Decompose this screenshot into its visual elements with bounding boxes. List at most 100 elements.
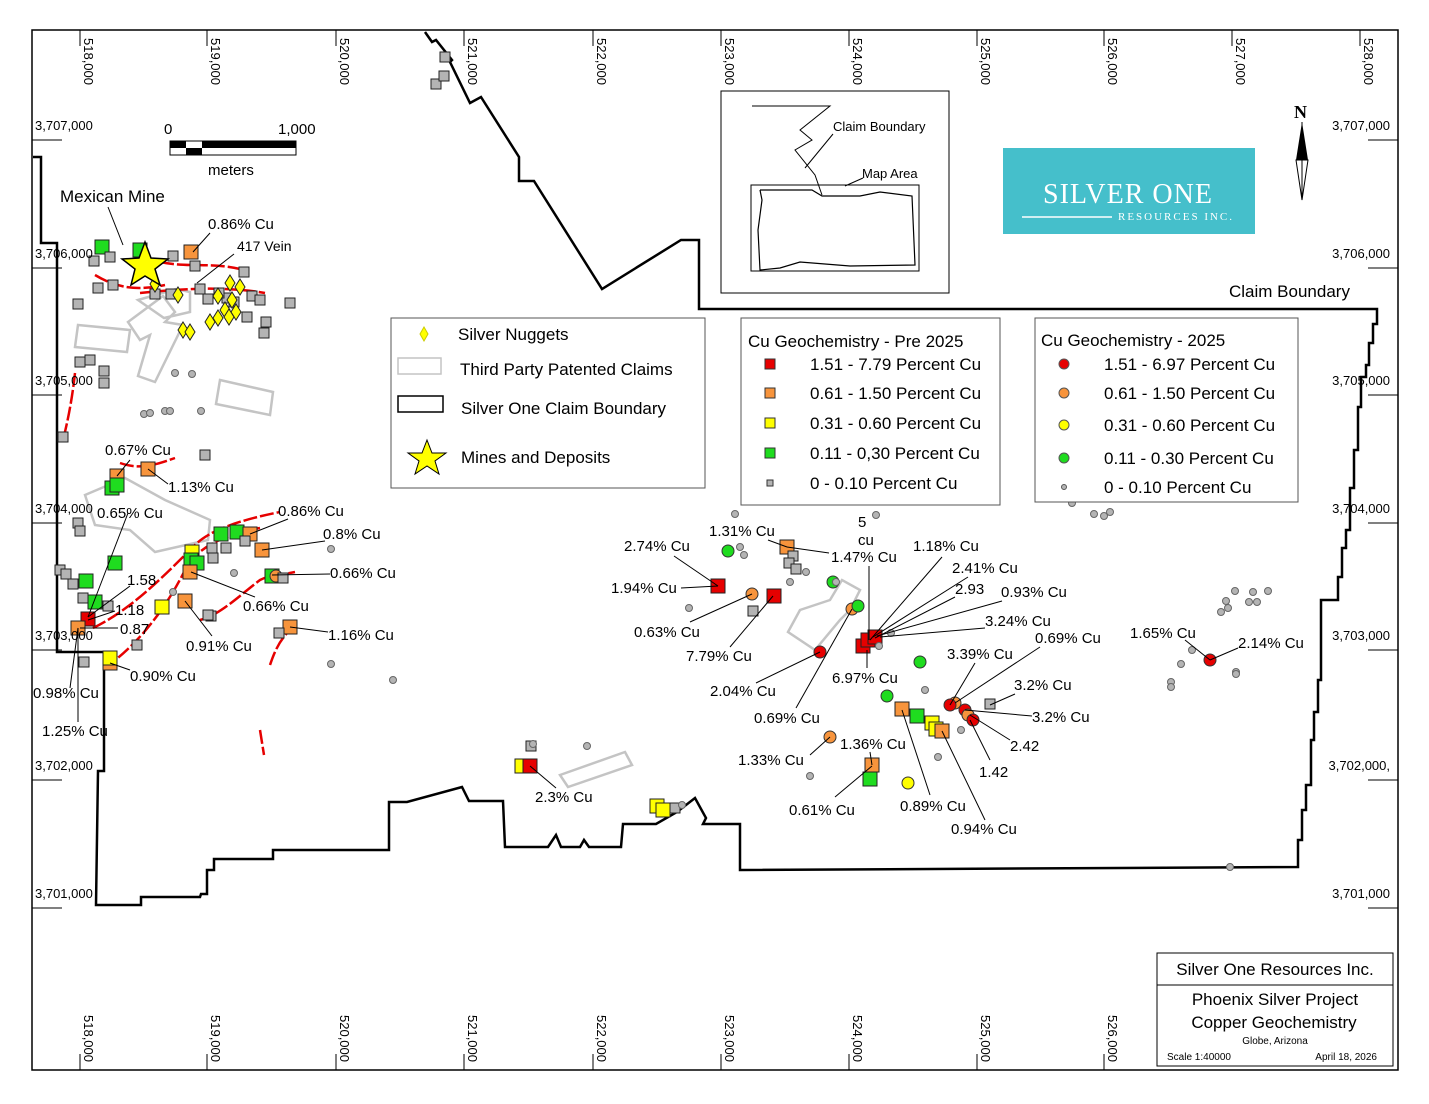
northing-label: 3,707,000 <box>1332 118 1390 133</box>
sample-grade-label: 1.94% Cu <box>611 580 677 597</box>
legend-item: Third Party Patented Claims <box>460 360 673 379</box>
background-sample-marker <box>872 511 880 519</box>
map-subject: Copper Geochemistry <box>1191 1013 1357 1032</box>
legend-item: Silver One Claim Boundary <box>461 399 667 418</box>
sample-grade-label: 0.8% Cu <box>323 526 381 543</box>
background-sample-marker <box>1231 587 1239 595</box>
sample-grade-label: 1.65% Cu <box>1130 625 1196 642</box>
northing-label: 3,703,000 <box>1332 628 1390 643</box>
northing-label: 3,705,000 <box>35 373 93 388</box>
sample-grade-label: 3.39% Cu <box>947 646 1013 663</box>
northing-label: 3,707,000 <box>35 118 93 133</box>
easting-label: 525,000 <box>978 38 993 85</box>
sample-grade-label: 1.18% Cu <box>913 538 979 555</box>
leader-line <box>954 646 1041 704</box>
background-sample-marker <box>1253 598 1261 606</box>
background-sample-marker <box>438 70 450 82</box>
background-sample-marker <box>273 627 285 639</box>
background-sample-marker <box>934 753 942 761</box>
legend-item: 0.31 - 0.60 Percent Cu <box>1104 416 1275 435</box>
easting-label: 528,000 <box>1361 38 1376 85</box>
northing-label: 3,704,000 <box>1332 501 1390 516</box>
background-sample-marker <box>790 563 802 575</box>
north-arrow-icon: N <box>1294 102 1309 201</box>
sample-grade-label: 0.69% Cu <box>754 710 820 727</box>
silver-nugget-marker <box>177 321 189 339</box>
sample-grade-label: 0.87 <box>120 621 149 638</box>
northing-label: 3,704,000 <box>35 501 93 516</box>
sample-grade-label: cu <box>858 532 874 549</box>
sample-grade-label: 0.61% Cu <box>789 802 855 819</box>
background-sample-marker <box>104 251 116 263</box>
background-sample-marker <box>1177 660 1185 668</box>
background-sample-marker <box>678 801 686 809</box>
high-grade-circle-icon <box>1058 358 1070 370</box>
sample-grade-label: 2.04% Cu <box>710 683 776 700</box>
legend-item: Mines and Deposits <box>461 448 610 467</box>
background-sample-marker <box>167 250 179 262</box>
background-sample-marker <box>131 639 143 651</box>
northing-label: 3,705,000 <box>1332 373 1390 388</box>
legend-item: 0.31 - 0.60 Percent Cu <box>810 414 981 433</box>
map-location: Globe, Arizona <box>1242 1036 1308 1047</box>
background-sample-marker <box>1245 598 1253 606</box>
trace-grade-circle-icon <box>1058 452 1070 464</box>
scale-end: 1,000 <box>278 121 316 138</box>
sample-grade-label: 0.93% Cu <box>1001 584 1067 601</box>
leader-line <box>109 662 131 671</box>
sample-grade-label: 0.90% Cu <box>130 668 196 685</box>
sample-grade-label: 0.67% Cu <box>105 442 171 459</box>
trace-grade-square-icon <box>764 447 776 459</box>
trace-grade-sample-marker <box>109 477 125 493</box>
title-block: Silver One Resources Inc. Phoenix Silver… <box>1156 952 1394 1067</box>
silver-one-claim-boundary <box>33 31 1379 907</box>
sample-grade-label: 0.89% Cu <box>900 798 966 815</box>
scale-unit: meters <box>208 162 254 179</box>
easting-label: 524,000 <box>850 38 865 85</box>
sample-grade-label: 0.69% Cu <box>1035 630 1101 647</box>
easting-label: 524,000 <box>850 1015 865 1062</box>
legend-pre-2025: Cu Geochemistry - Pre 2025 1.51 - 7.79 P… <box>740 317 1001 506</box>
silver-nugget-marker <box>212 287 224 305</box>
mexican-mine-label: Mexican Mine <box>60 187 165 206</box>
leader-line <box>964 709 1033 717</box>
scale-start: 0 <box>164 121 172 138</box>
background-sample-marker <box>254 294 266 306</box>
background-sample-marker <box>786 578 794 586</box>
leader-line <box>680 585 719 589</box>
background-sample-marker <box>1249 588 1257 596</box>
trace-grade-sample-marker <box>913 655 927 669</box>
easting-label: 520,000 <box>337 1015 352 1062</box>
leader-line <box>184 600 213 637</box>
leader-line <box>869 556 943 641</box>
project-name: Phoenix Silver Project <box>1192 990 1359 1009</box>
sample-grade-label: 0.86% Cu <box>278 503 344 520</box>
trace-grade-sample-marker <box>94 239 110 255</box>
sample-grade-label: 1.16% Cu <box>328 627 394 644</box>
background-sample-marker <box>258 327 270 339</box>
background-sample-marker <box>389 676 397 684</box>
legend-item: Silver Nuggets <box>458 325 569 344</box>
background-sample-marker <box>169 588 177 596</box>
background-sample-marker <box>98 365 110 377</box>
background-sample-marker <box>171 369 179 377</box>
background-sample-marker <box>199 449 211 461</box>
sample-grade-label: 1.47% Cu <box>831 549 897 566</box>
background-sample-marker <box>783 557 795 569</box>
background-sample-marker <box>1090 510 1098 518</box>
mexican-mine-star-icon <box>119 239 171 287</box>
background-sample-marker <box>430 78 442 90</box>
leader-line <box>949 662 976 706</box>
easting-label: 518,000 <box>81 38 96 85</box>
leader-line <box>876 600 1003 637</box>
sample-grade-label: 3.24% Cu <box>985 613 1051 630</box>
silver-one-logo: SILVER ONE RESOURCES INC. <box>1003 148 1255 234</box>
leader-line <box>69 627 79 689</box>
northing-label: 3,706,000 <box>1332 246 1390 261</box>
silver-nugget-marker <box>172 286 184 304</box>
inset-map-area-label: Map Area <box>862 166 918 181</box>
low-grade-circle-icon <box>1058 419 1070 431</box>
leader-line <box>1184 639 1211 661</box>
northing-label: 3,702,000, <box>1329 758 1390 773</box>
